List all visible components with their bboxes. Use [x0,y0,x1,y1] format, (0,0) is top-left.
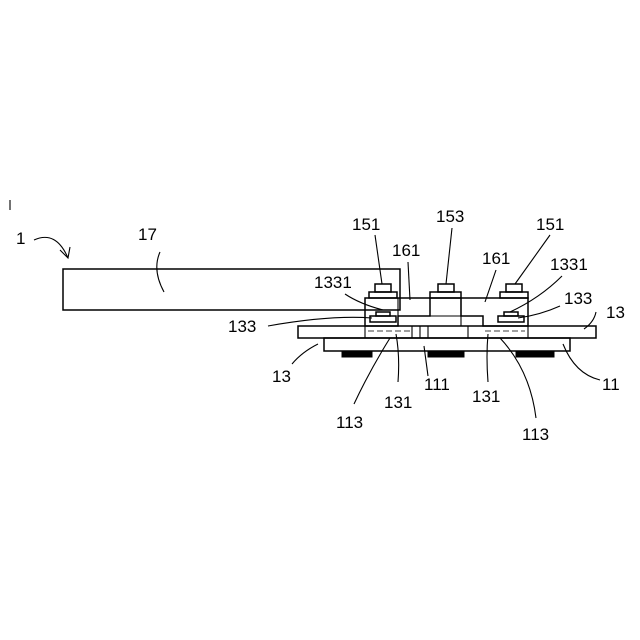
bump-113-left [342,351,372,357]
label-block-161-right: 161 [482,249,510,268]
label-base-11: 11 [602,375,620,394]
pin-153 [430,284,461,298]
device-arrow [34,237,68,258]
pad-133-right [498,312,524,322]
label-bump-113-left: 113 [336,413,363,432]
label-pad-133-right: 133 [564,289,592,308]
label-board-13-left: 13 [272,367,291,386]
label-bump-113-right: 113 [522,425,549,444]
pin-151-left [369,284,397,298]
label-pin-153: 153 [436,207,464,226]
label-block-161-left: 161 [392,241,420,260]
label-pin-151-left: 151 [352,215,380,234]
leader-lines [157,228,600,418]
pin-151-right [500,284,528,298]
bump-113-right [516,351,554,357]
label-via-131-right: 131 [472,387,500,406]
label-device-1: 1 [16,229,25,248]
label-pin-151-right: 151 [536,215,564,234]
label-pad-133-left: 133 [228,317,256,336]
label-hole-1331-left: 1331 [314,273,352,292]
chip-111 [428,351,464,357]
label-board-13-right: 13 [606,303,625,322]
label-plate-17: 17 [138,225,157,244]
label-chip-111: 111 [424,375,450,394]
label-via-131-left: 131 [384,393,412,412]
label-hole-1331-right: 1331 [550,255,588,274]
board-13 [298,326,596,338]
pad-133-left [370,312,396,322]
base-11 [324,338,570,351]
